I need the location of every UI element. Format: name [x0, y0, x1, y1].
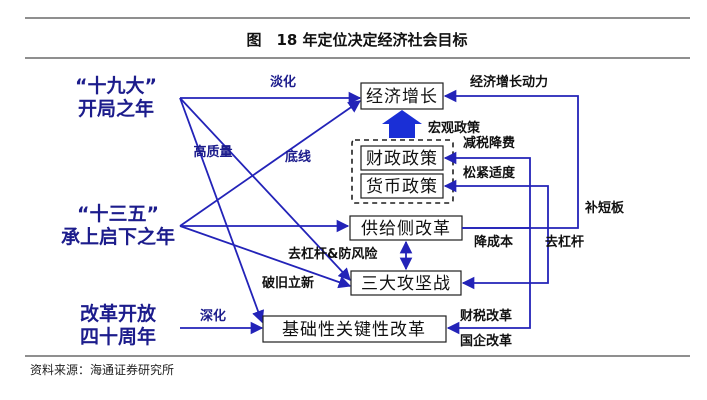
macro-policy-big-arrow [382, 110, 422, 138]
left-node-reform-line1: 改革开放 [80, 302, 157, 325]
arrow-tax-cut [443, 151, 531, 229]
label-deepen: 深化 [200, 308, 226, 324]
label-deleverage: 去杠杆 [545, 234, 584, 250]
box-monetary-policy [360, 173, 444, 199]
left-node-13th-plan-line1: “十三五” [77, 202, 159, 225]
label-cut-cost: 降成本 [474, 234, 513, 250]
arrow-growth-power [443, 89, 579, 229]
left-node-19th-congress-line2: 开局之年 [78, 97, 154, 120]
box-supply-side-reform-label: 供给侧改革 [361, 219, 451, 239]
box-basic-key-reform [262, 315, 447, 343]
label-soe-reform: 国企改革 [460, 333, 512, 349]
label-high-quality: 高质量 [193, 144, 232, 160]
label-growth-power: 经济增长动力 [470, 74, 548, 90]
box-economic-growth [360, 82, 444, 110]
arrow-19th-to-battles [179, 97, 351, 281]
box-supply-side-reform [349, 215, 463, 241]
left-node-13th-plan-line2: 承上启下之年 [61, 225, 175, 248]
arrow-loose-tight [443, 179, 549, 240]
label-fiscal-reform: 财税改革 [460, 308, 512, 324]
box-monetary-policy-label: 货币政策 [366, 177, 438, 197]
label-break-old-build-new: 破旧立新 [262, 275, 314, 291]
arrow-13th-to-growth [179, 100, 362, 227]
policy-dashed-group [351, 139, 454, 204]
source-note: 资料来源：海通证券研究所 [30, 362, 174, 377]
left-node-reform-line2: 四十周年 [80, 325, 156, 348]
arrow-13th-to-battles [179, 225, 352, 289]
label-shortfall: 补短板 [584, 200, 625, 216]
box-basic-key-reform-label: 基础性关键性改革 [282, 320, 426, 340]
label-deleverage-risk: 去杠杆&防风险 [288, 246, 378, 262]
page-title: 图 18 年定位决定经济社会目标 [246, 31, 467, 49]
label-bottom-line: 底线 [285, 149, 311, 165]
label-tax-cut: 减税降费 [463, 135, 515, 151]
box-fiscal-policy [360, 145, 444, 171]
box-fiscal-policy-label: 财政政策 [366, 149, 438, 169]
label-dilute: 淡化 [270, 74, 296, 90]
box-three-battles-label: 三大攻坚战 [361, 274, 451, 294]
label-loose-tight: 松紧适度 [463, 165, 516, 181]
box-economic-growth-label: 经济增长 [366, 87, 438, 107]
arrow-fiscal-soe-reform [446, 228, 531, 335]
arrow-deleverage [461, 240, 549, 290]
label-macro-policy: 宏观政策 [428, 120, 481, 136]
arrow-19th-to-reform [179, 97, 265, 324]
left-node-19th-congress-line1: “十九大” [75, 74, 157, 97]
box-three-battles [350, 270, 462, 296]
